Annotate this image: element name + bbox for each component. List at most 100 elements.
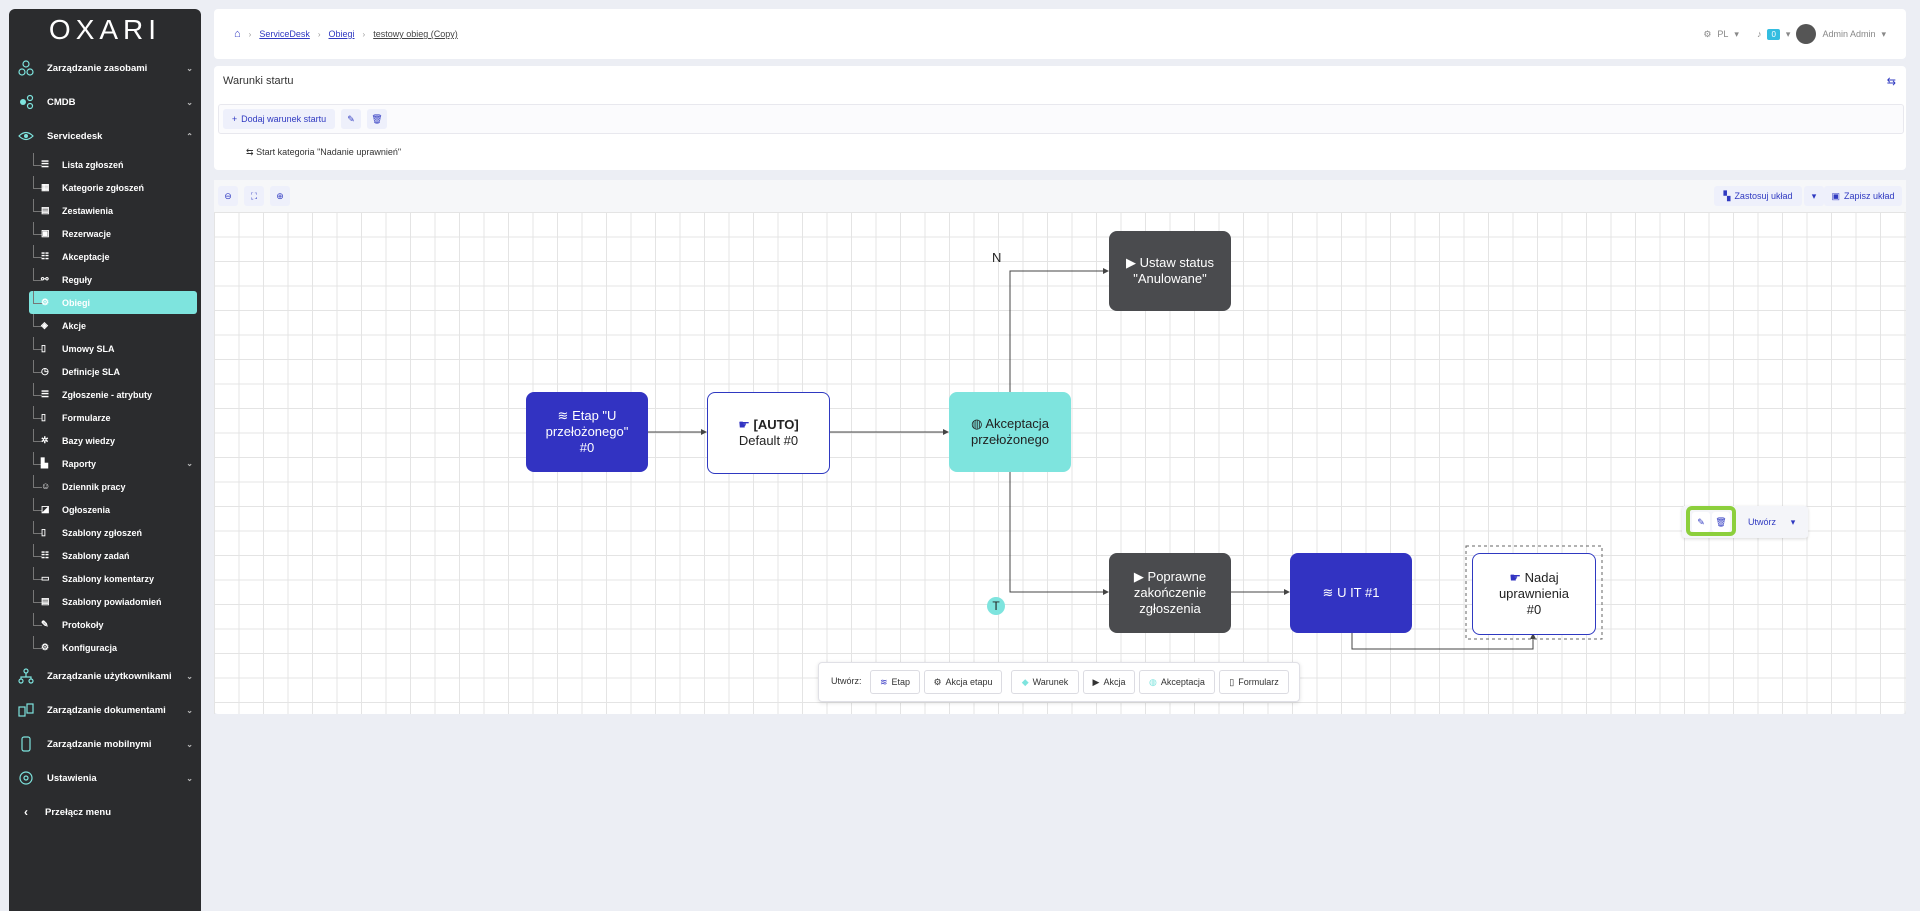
nav-group-servicedesk[interactable]: Servicedesk ⌃ bbox=[9, 119, 201, 153]
nav-group-dokumenty[interactable]: Zarządzanie dokumentami ⌄ bbox=[9, 693, 201, 727]
sidebar-item-ogloszenia[interactable]: ◪Ogłoszenia bbox=[9, 498, 201, 521]
sidebar-item-rezerwacje[interactable]: ▣Rezerwacje bbox=[9, 222, 201, 245]
create-akcja-etapu-button[interactable]: ⚙Akcja etapu bbox=[924, 670, 1002, 694]
pointer-icon: ☛ bbox=[738, 417, 750, 432]
sidebar-item-konfiguracja[interactable]: ⚙Konfiguracja bbox=[9, 636, 201, 659]
chevron-down-icon: ▾ bbox=[1734, 29, 1739, 40]
user-name[interactable]: Admin Admin bbox=[1822, 29, 1875, 39]
create-button[interactable]: Utwórz bbox=[1742, 512, 1782, 532]
save-layout-button[interactable]: ▣ Zapisz układ bbox=[1824, 186, 1902, 206]
sidebar-item-umowy-sla[interactable]: ▯Umowy SLA bbox=[9, 337, 201, 360]
sidebar-item-label: Rezerwacje bbox=[62, 229, 111, 239]
sidebar-item-protokoly[interactable]: ✎Protokoły bbox=[9, 613, 201, 636]
sidebar-item-label: Protokoły bbox=[62, 620, 104, 630]
chevron-down-icon: ⌄ bbox=[186, 706, 193, 715]
create-warunek-button[interactable]: ◆Warunek bbox=[1011, 670, 1079, 694]
node-ustaw-status[interactable]: ▶ Ustaw status "Anulowane" bbox=[1109, 231, 1231, 311]
sidebar-item-raporty[interactable]: ▙Raporty⌄ bbox=[9, 452, 201, 475]
breadcrumb-obiegi[interactable]: Obiegi bbox=[329, 29, 355, 39]
node-nadaj-uprawnienia[interactable]: ☛ Nadaj uprawnienia #0 bbox=[1472, 553, 1596, 635]
edit-button[interactable]: ✎ bbox=[341, 109, 361, 129]
delete-node-button[interactable]: 🗑 bbox=[1712, 512, 1730, 532]
list-icon: ☰ bbox=[41, 389, 52, 400]
sidebar-item-szablony-powiadomien[interactable]: ▤Szablony powiadomień bbox=[9, 590, 201, 613]
create-dropdown[interactable]: ▾ bbox=[1784, 512, 1802, 532]
zoom-out-button[interactable]: ⊖ bbox=[218, 186, 238, 206]
sidebar-item-akceptacje[interactable]: ☷Akceptacje bbox=[9, 245, 201, 268]
sidebar-item-lista-zgloszen[interactable]: ☰Lista zgłoszeń bbox=[9, 153, 201, 176]
notifications-badge[interactable]: 0 bbox=[1767, 29, 1779, 40]
chevron-down-icon: ⌄ bbox=[186, 740, 193, 749]
add-start-condition-label: Dodaj warunek startu bbox=[241, 114, 326, 124]
sidebar-item-reguly[interactable]: ⚯Reguły bbox=[9, 268, 201, 291]
canvas-toolbar: ⊖ ⛶ ⊕ ▚ Zastosuj układ ▾ ▣ Zapisz układ bbox=[214, 180, 1906, 213]
sidebar-item-kategorie[interactable]: ▦Kategorie zgłoszeń bbox=[9, 176, 201, 199]
add-start-condition-button[interactable]: + Dodaj warunek startu bbox=[223, 109, 335, 129]
sidebar-item-label: Formularze bbox=[62, 413, 111, 423]
sidebar-item-zestawienia[interactable]: ▤Zestawienia bbox=[9, 199, 201, 222]
breadcrumb: ⌂ › ServiceDesk › Obiegi › testowy obieg… bbox=[234, 9, 458, 59]
node-auto-default[interactable]: ☛ [AUTO] Default #0 bbox=[707, 392, 830, 474]
edit-node-button[interactable]: ✎ bbox=[1692, 512, 1710, 532]
chevron-down-icon: ▾ bbox=[1791, 517, 1796, 528]
config-icon: ⚙ bbox=[41, 642, 52, 653]
create-akceptacja-button[interactable]: ◍Akceptacja bbox=[1139, 670, 1215, 694]
create-akcja-button[interactable]: ▶Akcja bbox=[1083, 670, 1135, 694]
fit-view-button[interactable]: ⛶ bbox=[244, 186, 264, 206]
node-etap-u-przelozonego[interactable]: ≋ Etap "U przełożonego" #0 bbox=[526, 392, 648, 472]
sidebar-item-szablony-zadan[interactable]: ☷Szablony zadań bbox=[9, 544, 201, 567]
chevron-left-icon: ‹ bbox=[24, 805, 28, 819]
sidebar: OXARI Zarządzanie zasobami ⌄ CMDB ⌄ Serv… bbox=[9, 9, 201, 911]
workflow-panel: ⊖ ⛶ ⊕ ▚ Zastosuj układ ▾ ▣ Zapisz układ bbox=[214, 180, 1906, 714]
panel-title: Warunki startu bbox=[223, 75, 294, 87]
start-condition-item[interactable]: ⇆ Start kategoria "Nadanie uprawnień" bbox=[246, 147, 401, 158]
nav-group-cmdb[interactable]: CMDB ⌄ bbox=[9, 85, 201, 119]
nav-group-mobilne[interactable]: Zarządzanie mobilnymi ⌄ bbox=[9, 727, 201, 761]
sidebar-item-szablony-zgloszen[interactable]: ▯Szablony zgłoszeń bbox=[9, 521, 201, 544]
sidebar-item-obiegi[interactable]: ⚙Obiegi bbox=[29, 291, 197, 314]
home-icon[interactable]: ⌂ bbox=[234, 28, 241, 40]
branch-label-n: N bbox=[992, 250, 1001, 265]
workflow-canvas[interactable]: N T ≋ Etap "U przełożonego" #0 ☛ [AUTO] … bbox=[214, 212, 1906, 714]
node-akceptacja[interactable]: ◍ Akceptacja przełożonego bbox=[949, 392, 1071, 472]
sidebar-item-formularze[interactable]: ▯Formularze bbox=[9, 406, 201, 429]
nav-group-uzytkownicy[interactable]: Zarządzanie użytkownikami ⌄ bbox=[9, 659, 201, 693]
servicedesk-icon bbox=[18, 128, 34, 144]
sidebar-item-definicje-sla[interactable]: ◷Definicje SLA bbox=[9, 360, 201, 383]
breadcrumb-current: testowy obieg (Copy) bbox=[373, 29, 458, 39]
breadcrumb-servicedesk[interactable]: ServiceDesk bbox=[259, 29, 310, 39]
layers-icon: ≋ bbox=[558, 408, 569, 423]
create-etap-button[interactable]: ≋Etap bbox=[870, 670, 920, 694]
nav-group-zasoby[interactable]: Zarządzanie zasobami ⌄ bbox=[9, 51, 201, 85]
create-formularz-button[interactable]: ▯Formularz bbox=[1219, 670, 1289, 694]
node-content: ▶ Ustaw status "Anulowane" bbox=[1126, 255, 1214, 287]
language-selector[interactable]: PL bbox=[1717, 29, 1728, 39]
chart-icon: ▙ bbox=[41, 458, 52, 469]
sidebar-item-label: Szablony zadań bbox=[62, 551, 130, 561]
chevron-down-icon: ⌄ bbox=[186, 774, 193, 783]
node-poprawne-zakonczenie[interactable]: ▶ Poprawne zakończenie zgłoszenia bbox=[1109, 553, 1231, 633]
sidebar-item-bazy-wiedzy[interactable]: ✲Bazy wiedzy bbox=[9, 429, 201, 452]
node-line: "Anulowane" bbox=[1133, 271, 1207, 286]
breadcrumb-separator: › bbox=[318, 30, 321, 39]
node-line: [AUTO] bbox=[754, 417, 799, 432]
nav-group-ustawienia[interactable]: Ustawienia ⌄ bbox=[9, 761, 201, 795]
delete-button[interactable]: 🗑 bbox=[367, 109, 387, 129]
app-logo[interactable]: OXARI bbox=[9, 9, 201, 51]
apply-layout-button[interactable]: ▚ Zastosuj układ bbox=[1714, 186, 1802, 206]
node-u-it[interactable]: ≋ U IT #1 bbox=[1290, 553, 1412, 633]
bell-icon[interactable]: ♪ bbox=[1757, 29, 1762, 39]
sidebar-item-akcje[interactable]: ◈Akcje bbox=[9, 314, 201, 337]
sidebar-item-szablony-komentarzy[interactable]: ▭Szablony komentarzy bbox=[9, 567, 201, 590]
zoom-in-button[interactable]: ⊕ bbox=[270, 186, 290, 206]
sidebar-item-atrybuty[interactable]: ☰Zgłoszenie - atrybuty bbox=[9, 383, 201, 406]
toggle-menu-button[interactable]: ‹ Przełącz menu bbox=[9, 795, 201, 829]
refresh-icon[interactable]: ⇆ bbox=[1887, 75, 1896, 88]
knowledge-icon: ✲ bbox=[41, 435, 52, 446]
avatar[interactable] bbox=[1796, 24, 1816, 44]
apply-layout-dropdown[interactable]: ▾ bbox=[1804, 186, 1824, 206]
sidebar-item-label: Szablony komentarzy bbox=[62, 574, 154, 584]
sidebar-item-dziennik-pracy[interactable]: ☺Dziennik pracy bbox=[9, 475, 201, 498]
layers-icon: ≋ bbox=[880, 677, 888, 688]
create-akceptacja-label: Akceptacja bbox=[1161, 677, 1205, 687]
